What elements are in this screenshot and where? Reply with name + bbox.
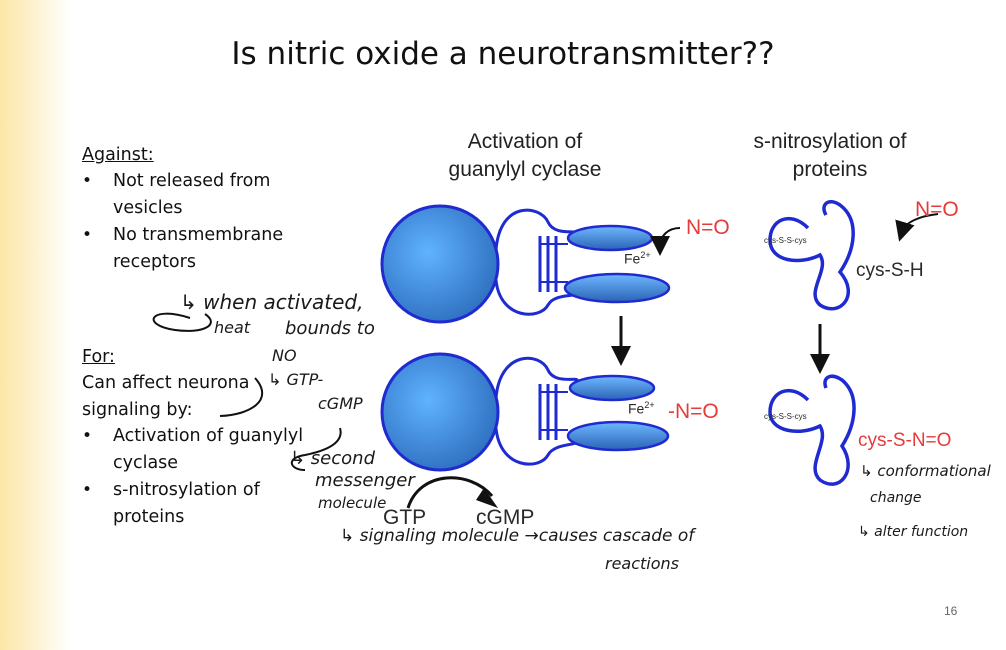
for-line1: Can affect neurona: [82, 373, 250, 393]
fe-no-label: -N=O: [668, 400, 719, 423]
bullet-dot: •: [82, 171, 93, 191]
note-change: change: [870, 490, 922, 506]
cgmp-label: cGMP: [476, 506, 535, 529]
slide-left-edge-gradient: [0, 0, 70, 650]
note-when-activated: ↳ when activated,: [180, 290, 364, 314]
note-second: ↳ second: [290, 448, 375, 469]
note-molecule: molecule: [318, 494, 387, 512]
note-heat: heat: [214, 318, 251, 337]
fe-label-top: Fe2+: [624, 250, 651, 267]
right-heading: s-nitrosylation of proteins: [735, 128, 925, 184]
right-heading-line1: s-nitrosylation of: [753, 130, 907, 153]
against-item-2-line2: receptors: [113, 252, 196, 272]
note-cgmp: cGMP: [318, 394, 363, 413]
cys-sh-label: cys-S-H: [856, 260, 924, 281]
left-heading-line2: guanylyl cyclase: [448, 158, 602, 181]
bullet-dot: •: [82, 426, 93, 446]
note-no: NO: [272, 346, 297, 365]
for-item-2-line2: proteins: [113, 507, 185, 527]
bullet-dot: •: [82, 225, 93, 245]
cys-ss-top: cys-S-S-cys: [764, 236, 807, 245]
against-heading: Against:: [82, 145, 154, 165]
note-alter-function: ↳ alter function: [858, 524, 969, 540]
protein-loop-bottom: [768, 374, 856, 486]
left-heading: Activation of guanylyl cyclase: [430, 128, 620, 184]
note-reactions: reactions: [605, 554, 680, 573]
fe-label-bottom: Fe2+: [628, 400, 655, 417]
for-item-1-line1: Activation of guanylyl: [113, 426, 304, 446]
against-item-2-line1: No transmembrane: [113, 225, 284, 245]
cys-sno-label: cys-S-N=O: [858, 430, 952, 451]
page-number: 16: [944, 604, 958, 618]
note-bounds-to: bounds to: [285, 318, 375, 339]
no-label-protein: N=O: [915, 198, 959, 221]
right-heading-line2: proteins: [792, 158, 868, 181]
cys-ss-bottom: cys-S-S-cys: [764, 412, 807, 421]
for-item-1-line2: cyclase: [113, 453, 179, 473]
against-item-1-line1: Not released from: [113, 171, 271, 191]
note-signaling-molecule: ↳ signaling molecule →causes cascade of: [340, 526, 695, 546]
guanylyl-cyclase-inactive: [380, 204, 671, 324]
note-conformational: ↳ conformational: [860, 462, 991, 480]
guanylyl-cyclase-active: [380, 352, 670, 472]
note-messenger: messenger: [315, 470, 415, 491]
protein-loop-top: [768, 200, 855, 311]
for-item-2-line1: s-nitrosylation of: [113, 480, 260, 500]
no-label-top: N=O: [686, 216, 730, 239]
for-line2: signaling by:: [82, 400, 193, 420]
note-gtp: ↳ GTP-: [268, 370, 324, 389]
gtp-label: GTP: [383, 506, 427, 529]
left-heading-line1: Activation of: [467, 130, 583, 153]
against-item-1-line2: vesicles: [113, 198, 183, 218]
slide-title: Is nitric oxide a neurotransmitter??: [231, 36, 775, 72]
for-heading: For:: [82, 347, 115, 367]
bullet-dot: •: [82, 480, 93, 500]
